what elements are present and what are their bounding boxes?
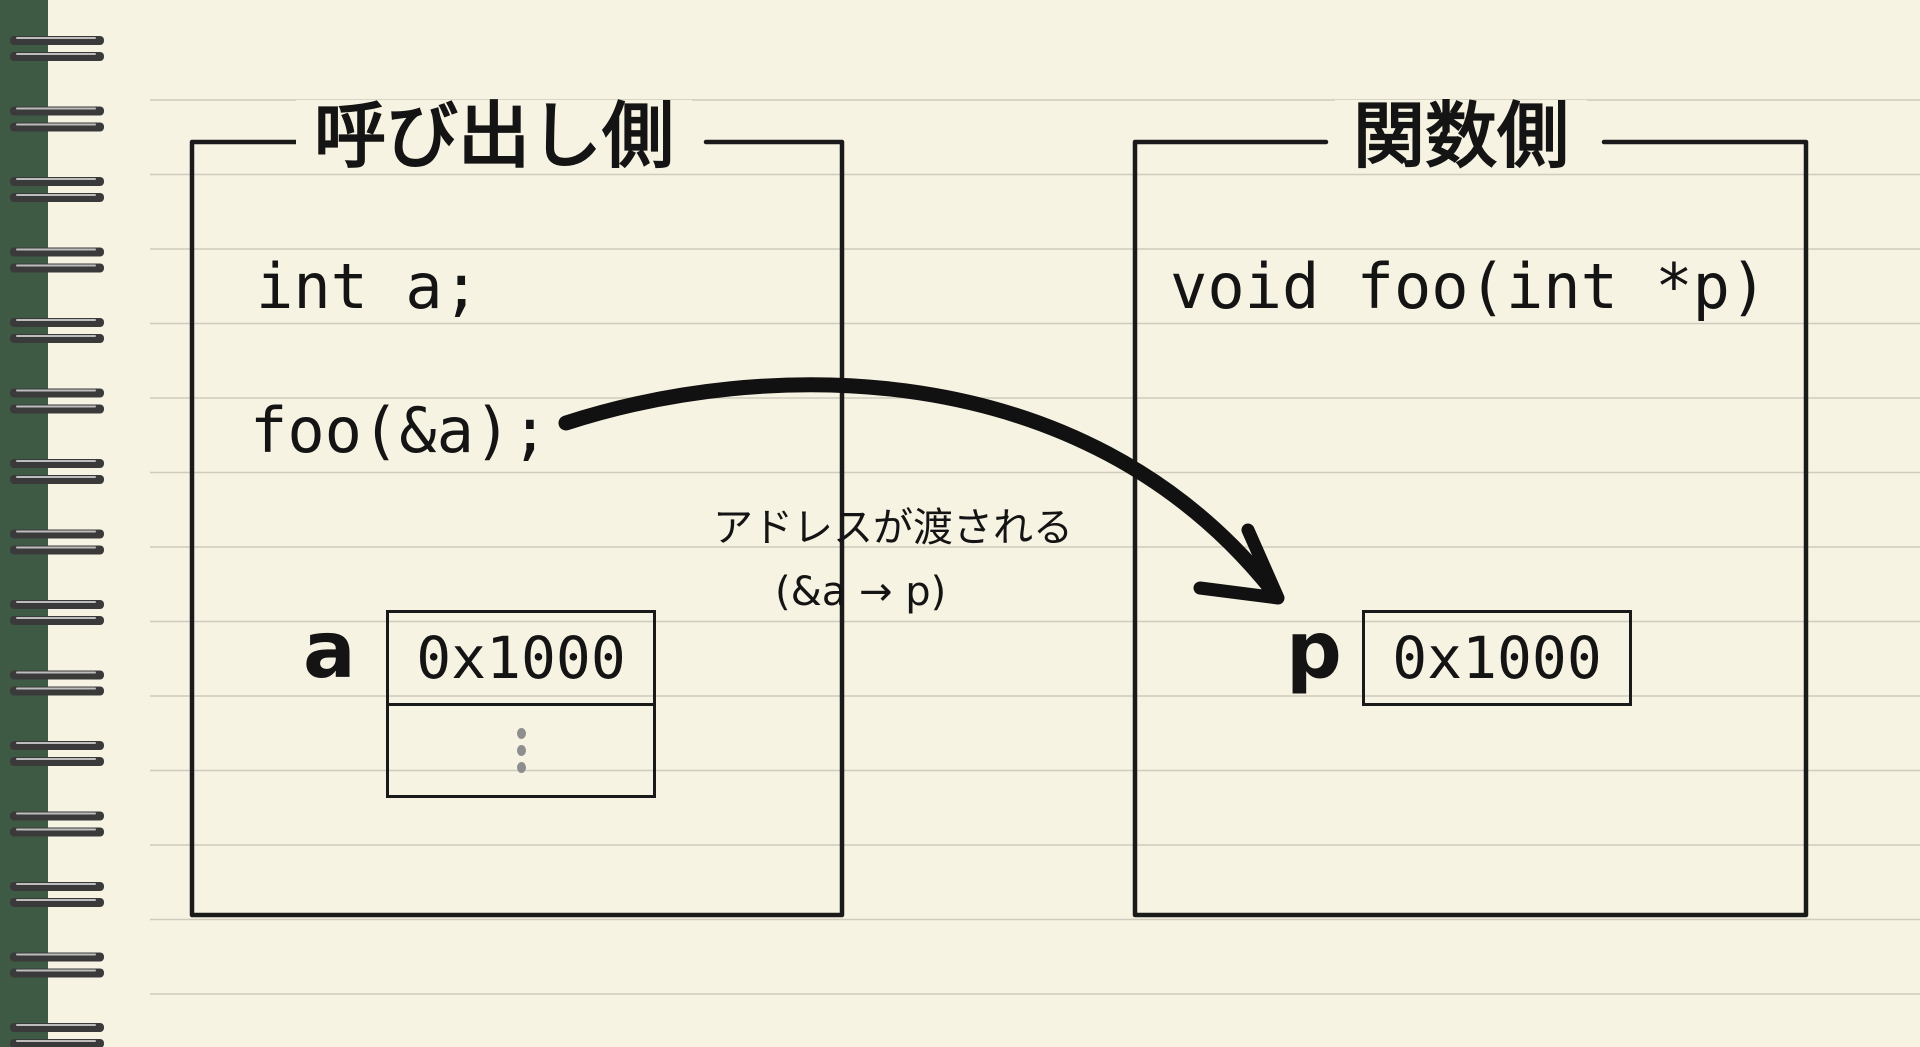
ruled-lines — [150, 99, 1920, 995]
binding-ring — [10, 952, 104, 978]
arrow-caption-line1: アドレスが渡される — [713, 505, 1073, 551]
binding-ring — [10, 247, 104, 273]
binding-ring — [10, 882, 104, 907]
binding-ring — [10, 36, 104, 61]
caller-memory-cell-empty — [386, 703, 656, 798]
binding-ring — [10, 1023, 104, 1047]
binding-ring — [10, 106, 104, 132]
binding-ring — [10, 459, 104, 484]
binding-ring — [10, 529, 104, 555]
caller-var-name: a — [303, 606, 356, 696]
ellipsis-dots-icon — [516, 728, 526, 773]
binding-ring — [10, 177, 104, 202]
spine — [0, 0, 48, 1047]
caller-declaration: int a; — [256, 250, 480, 323]
callee-signature: void foo(int *p) — [1170, 250, 1768, 323]
callee-memory-cell: 0x1000 — [1362, 610, 1632, 706]
binding-ring — [10, 741, 104, 766]
caller-frame — [189, 139, 845, 918]
spiral-binding-icon — [10, 36, 104, 1047]
curved-arrow-icon — [558, 377, 1280, 598]
binding-ring — [10, 600, 104, 625]
arrowhead — [1193, 523, 1285, 605]
caller-memory-cell: 0x1000 — [386, 610, 656, 706]
binding-ring — [10, 670, 104, 696]
callee-heading: 関数側 — [1335, 100, 1588, 172]
caller-heading: 呼び出し側 — [296, 100, 693, 172]
callee-frame — [1132, 139, 1809, 918]
caller-call: foo(&a); — [250, 394, 549, 467]
binding-ring — [10, 388, 104, 414]
binding-ring — [10, 318, 104, 343]
binding-ring — [10, 811, 104, 837]
arrow-caption-line2: (&a → p) — [775, 569, 947, 615]
callee-param-name: p — [1286, 606, 1342, 696]
